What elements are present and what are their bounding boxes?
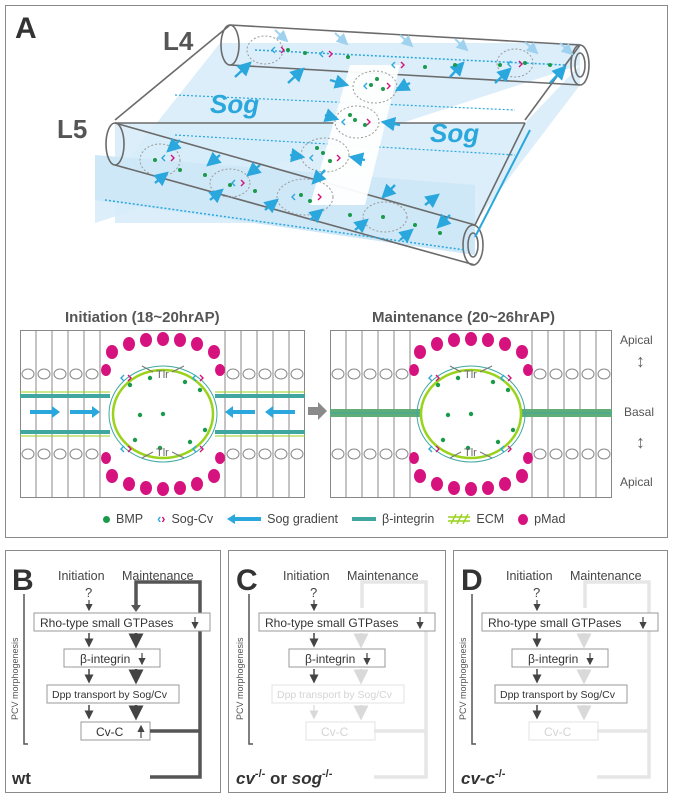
pmad-legend-icon <box>518 513 529 525</box>
legend-ecm: ECM <box>476 512 505 526</box>
apical-top-label: Apical <box>620 333 653 347</box>
tlr-label-maint-top: Tlr <box>464 369 477 381</box>
integrin-legend-icon <box>352 517 377 521</box>
c-genotype: cv-/- or sog-/- <box>236 768 333 788</box>
transition-arrow-icon <box>308 402 327 420</box>
b-box-dpp <box>46 684 180 704</box>
panel-c-diagram: C Initiation Maintenance ? Rho-type smal… <box>235 564 436 788</box>
panel-c-letter: C <box>236 564 258 597</box>
b-maintenance-label: Maintenance <box>122 569 194 583</box>
panel-d-letter: D <box>461 564 483 597</box>
b-side-label: PCV morphogenesis <box>10 637 20 720</box>
panel-b-diagram: B Initiation Maintenance ? Rho-type smal… <box>10 564 211 788</box>
legend-sog-cv: Sog-Cv <box>171 512 214 526</box>
panel-b <box>5 550 221 793</box>
c-box-integrin-text: β-integrin <box>305 652 355 666</box>
tlr-label-init-top: Tlr <box>156 369 169 381</box>
apical-basal-arrow-top: ↕ <box>636 351 645 371</box>
legend: BMP ‹› Sog-Cv Sog gradient β-integrin EC… <box>103 512 565 526</box>
b-initiation-label: Initiation <box>58 569 105 583</box>
b-genotype: wt <box>11 769 31 788</box>
tlr-label-init-bottom: Tlr <box>156 447 169 459</box>
panel-d <box>453 550 668 793</box>
initiation-section: Tlr Tlr <box>20 330 305 498</box>
d-box-cvc-text: Cv-C <box>544 725 572 739</box>
c-initiation-label: Initiation <box>283 569 330 583</box>
sog-cv-legend-icon: ‹› <box>157 512 166 526</box>
bmp-legend-icon <box>103 515 110 523</box>
c-genotype-sog-sup: -/- <box>322 768 333 780</box>
basal-label: Basal <box>624 405 655 419</box>
c-genotype-sog: sog <box>292 769 323 788</box>
d-box-rho <box>481 612 659 632</box>
initiation-title: Initiation (18~20hrAP) <box>65 309 220 326</box>
c-box-integrin <box>288 648 386 668</box>
c-question-mark: ? <box>310 585 317 600</box>
b-box-rho-text: Rho-type small GTPases <box>40 616 173 630</box>
maintenance-title: Maintenance (20~26hrAP) <box>372 309 555 326</box>
panel-a-letter: A <box>15 12 37 45</box>
apical-basal-arrow-bottom: ↕ <box>636 432 645 452</box>
b-box-rho <box>33 612 211 632</box>
b-box-dpp-text: Dpp transport by Sog/Cv <box>52 689 168 701</box>
b-question-mark: ? <box>85 585 92 600</box>
d-genotype-cvc-sup: -/- <box>495 768 506 780</box>
panel-c <box>228 550 446 793</box>
maintenance-section: Tlr Tlr <box>330 330 612 498</box>
sog-label-left: Sog <box>210 89 259 119</box>
d-genotype-cvc: cv-c <box>461 769 496 788</box>
d-genotype: cv-c-/- <box>461 768 506 788</box>
d-box-integrin <box>511 648 609 668</box>
legend-bmp: BMP <box>116 512 144 526</box>
legend-beta-integrin: β-integrin <box>382 512 435 526</box>
d-box-dpp-text: Dpp transport by Sog/Cv <box>500 689 616 701</box>
c-genotype-or: or <box>265 769 291 788</box>
panel-b-letter: B <box>12 564 34 597</box>
c-box-dpp <box>271 684 405 704</box>
vein-3d-diagram: L4 L5 Sog Sog <box>57 24 590 266</box>
pathway-diagrams: B Initiation Maintenance ? Rho-type smal… <box>10 564 659 788</box>
tlr-label-maint-bottom: Tlr <box>464 447 477 459</box>
b-box-integrin <box>63 648 161 668</box>
d-initiation-label: Initiation <box>506 569 553 583</box>
d-box-integrin-text: β-integrin <box>528 652 578 666</box>
sog-gradient-legend-icon <box>227 514 262 524</box>
b-box-cvc-text: Cv-C <box>96 725 124 739</box>
vein-label-l4: L4 <box>163 26 194 56</box>
d-question-mark: ? <box>533 585 540 600</box>
b-box-integrin-text: β-integrin <box>80 652 130 666</box>
d-side-label: PCV morphogenesis <box>458 637 468 720</box>
legend-pmad: pMad <box>534 512 566 526</box>
sheet-lower <box>95 155 475 255</box>
c-box-cvc-text: Cv-C <box>321 725 349 739</box>
c-box-dpp-text: Dpp transport by Sog/Cv <box>277 689 393 701</box>
c-genotype-cv: cv <box>236 769 256 788</box>
c-genotype-cv-sup: -/- <box>255 768 266 780</box>
sog-label-right: Sog <box>430 118 479 148</box>
vein-label-l5: L5 <box>57 114 87 144</box>
apical-bottom-label: Apical <box>620 475 653 489</box>
d-box-dpp <box>494 684 628 704</box>
tube-l5 <box>105 122 526 266</box>
panel-d-diagram: D Initiation Maintenance ? Rho-type smal… <box>458 564 659 788</box>
c-box-rho <box>258 612 436 632</box>
legend-sog-gradient: Sog gradient <box>267 512 339 526</box>
c-side-label: PCV morphogenesis <box>235 637 245 720</box>
c-maintenance-label: Maintenance <box>347 569 419 583</box>
c-box-rho-text: Rho-type small GTPases <box>265 616 398 630</box>
ecm-legend-icon <box>448 514 471 524</box>
d-maintenance-label: Maintenance <box>570 569 642 583</box>
d-box-rho-text: Rho-type small GTPases <box>488 616 621 630</box>
